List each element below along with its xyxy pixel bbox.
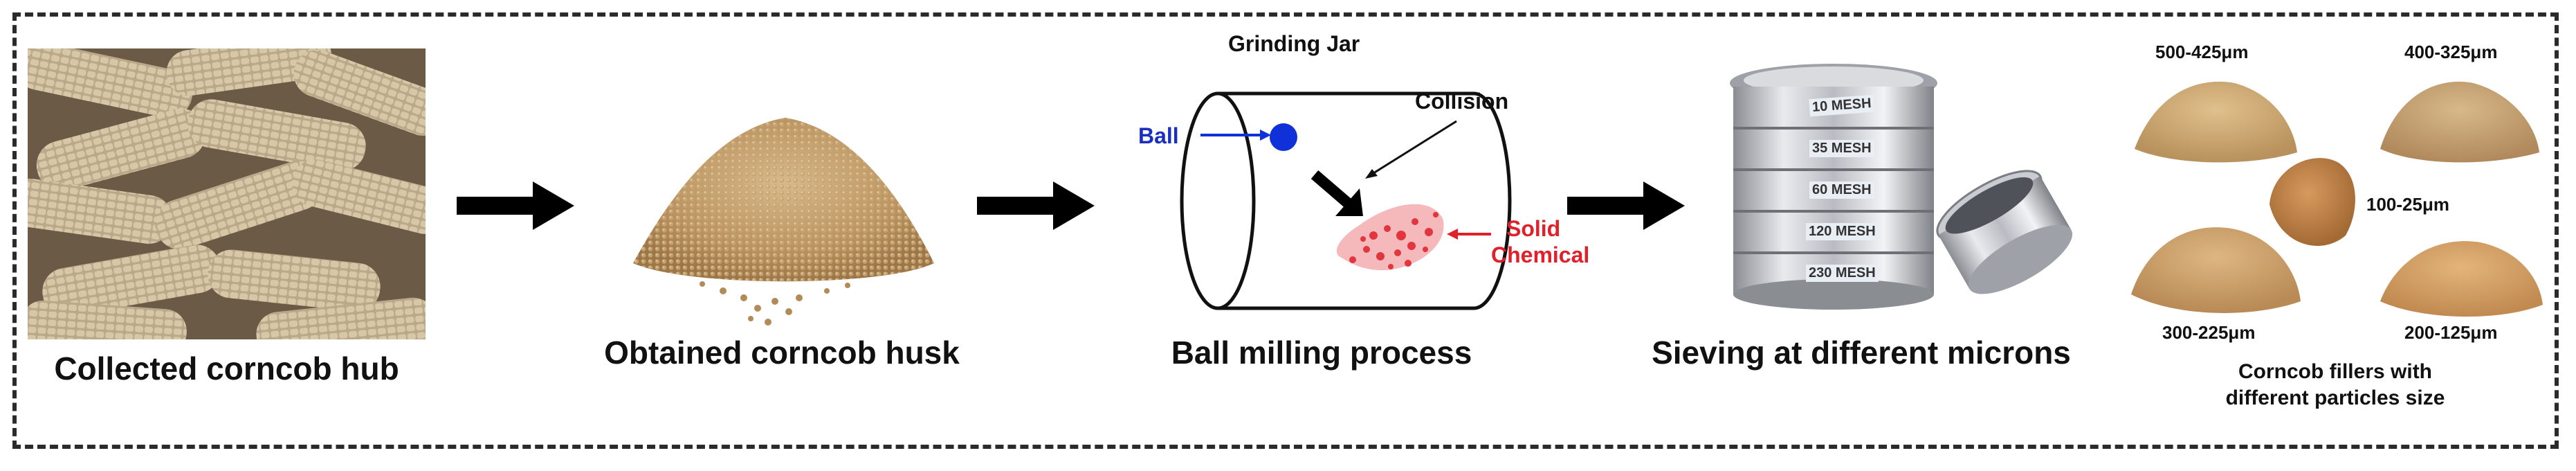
particle-size-label-100-25: 100-25μm (2366, 194, 2449, 215)
particle-pile-100-25 (2269, 158, 2355, 246)
particle-size-label-500-425: 500-425μm (2155, 42, 2249, 62)
arrow-right-icon (977, 181, 1095, 230)
caption-ball-milling-process: Ball milling process (1171, 335, 1472, 371)
sieve-label-35-mesh: 35 MESH (1809, 140, 1874, 157)
arrow-right-icon (1567, 181, 1685, 230)
ball-mill-diagram: Grinding Jar Ball Collision Solid Chemic… (1124, 28, 1609, 332)
sieve-label-60-mesh: 60 MESH (1809, 181, 1874, 199)
particle-pile-200-125 (2380, 241, 2543, 317)
caption-collected-corncob-hub: Collected corncob hub (54, 350, 399, 386)
ball-label: Ball (1138, 123, 1179, 148)
solid-chemical-label-line1: Solid (1506, 216, 1561, 241)
particle-size-label-300-225: 300-225μm (2162, 322, 2256, 343)
arrow-right-icon (457, 181, 574, 230)
corncob-hub-photo (7, 33, 448, 358)
particle-pile-300-225 (2131, 227, 2301, 313)
corncob-fillers-panel: 500-425μm 400-325μm 100-25μm 300-225μm 2… (2114, 28, 2557, 416)
collision-label: Collision (1415, 89, 1509, 114)
grinding-jar-label: Grinding Jar (1228, 31, 1360, 56)
solid-chemical-label-line2: Chemical (1491, 242, 1590, 267)
corncob-husk-pile-image (619, 90, 944, 332)
particle-pile-500-425 (2135, 81, 2297, 163)
ball-icon (1270, 123, 1297, 151)
dashed-border-frame (12, 12, 2559, 449)
sieve-label-230-mesh: 230 MESH (1806, 265, 1879, 282)
caption-corncob-fillers-line2: different particles size (2225, 386, 2445, 409)
sieve-stack-image: 10 MESH 35 MESH 60 MESH 120 MESH 230 MES… (1716, 55, 2076, 332)
caption-obtained-corncob-husk: Obtained corncob husk (604, 335, 960, 371)
sieve-label-120-mesh: 120 MESH (1806, 223, 1879, 240)
particle-size-label-200-125: 200-125μm (2404, 322, 2498, 343)
particle-size-label-400-325: 400-325μm (2404, 42, 2498, 62)
grinding-jar-drawing (1180, 91, 1512, 310)
caption-corncob-fillers-line1: Corncob fillers with (2238, 360, 2433, 383)
particle-pile-400-325 (2380, 81, 2539, 163)
caption-sieving-at-different-microns: Sieving at different microns (1652, 335, 2071, 371)
